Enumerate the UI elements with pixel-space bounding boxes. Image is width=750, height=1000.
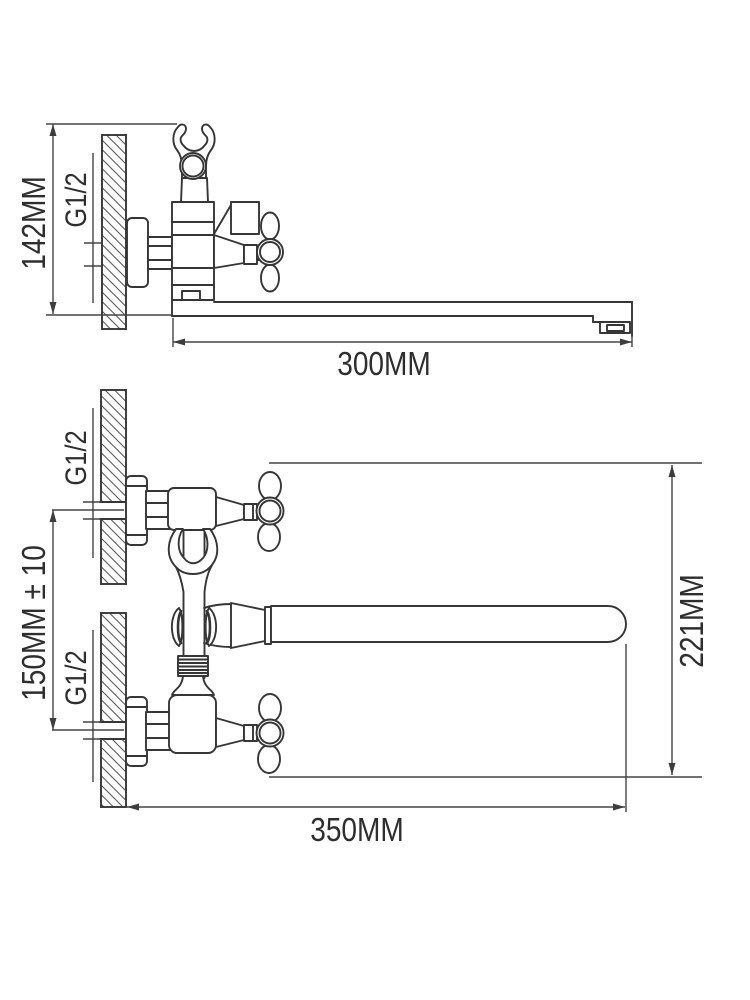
spout-front bbox=[230, 602, 627, 649]
dim-150mm bbox=[49, 509, 124, 731]
hex-nipple-front-lower bbox=[145, 711, 171, 751]
valve-upper bbox=[215, 471, 285, 552]
ribbed-collar bbox=[177, 655, 209, 677]
holder-fork-cradle bbox=[167, 528, 219, 575]
handle-petal bbox=[260, 263, 280, 293]
wall-section-front-lower bbox=[100, 612, 127, 808]
valve-side bbox=[213, 201, 284, 293]
dim-300mm bbox=[172, 318, 633, 347]
dim-label-142mm: 142MM bbox=[15, 176, 52, 270]
spout-side bbox=[171, 299, 633, 337]
dim-label-350mm: 350MM bbox=[310, 811, 404, 848]
valve-lower bbox=[215, 693, 285, 774]
faucet-body-side bbox=[171, 201, 215, 301]
riser-pipe bbox=[180, 177, 209, 203]
valve-housing-lower bbox=[168, 694, 217, 754]
column-side-lobes bbox=[170, 607, 218, 647]
hex-nipple-side bbox=[147, 236, 173, 270]
wall-section-front-upper bbox=[100, 389, 127, 585]
dim-221mm bbox=[269, 462, 702, 778]
thread-label-front-lower: G1/2 bbox=[60, 650, 93, 706]
dim-label-221mm: 221MM bbox=[673, 574, 710, 668]
valve-housing-upper bbox=[167, 487, 217, 531]
shower-holder bbox=[172, 123, 216, 180]
dim-label-300mm: 300MM bbox=[337, 345, 431, 382]
dim-142mm bbox=[46, 123, 177, 316]
column-flare bbox=[171, 675, 215, 696]
dim-350mm bbox=[127, 644, 627, 812]
thread-label-side: G1/2 bbox=[60, 172, 93, 228]
hex-nipple-front-upper bbox=[145, 490, 171, 530]
escutcheon-front-upper bbox=[125, 475, 148, 546]
wall-section-side bbox=[101, 134, 127, 330]
front-view bbox=[49, 389, 702, 812]
side-view bbox=[46, 123, 633, 347]
aerator bbox=[599, 321, 631, 334]
escutcheon-side bbox=[126, 217, 149, 288]
dim-label-150mm: 150MM ± 10 bbox=[15, 545, 52, 701]
thread-label-front-upper: G1/2 bbox=[60, 430, 93, 486]
escutcheon-front-lower bbox=[125, 696, 148, 767]
handle-petal bbox=[260, 211, 280, 241]
